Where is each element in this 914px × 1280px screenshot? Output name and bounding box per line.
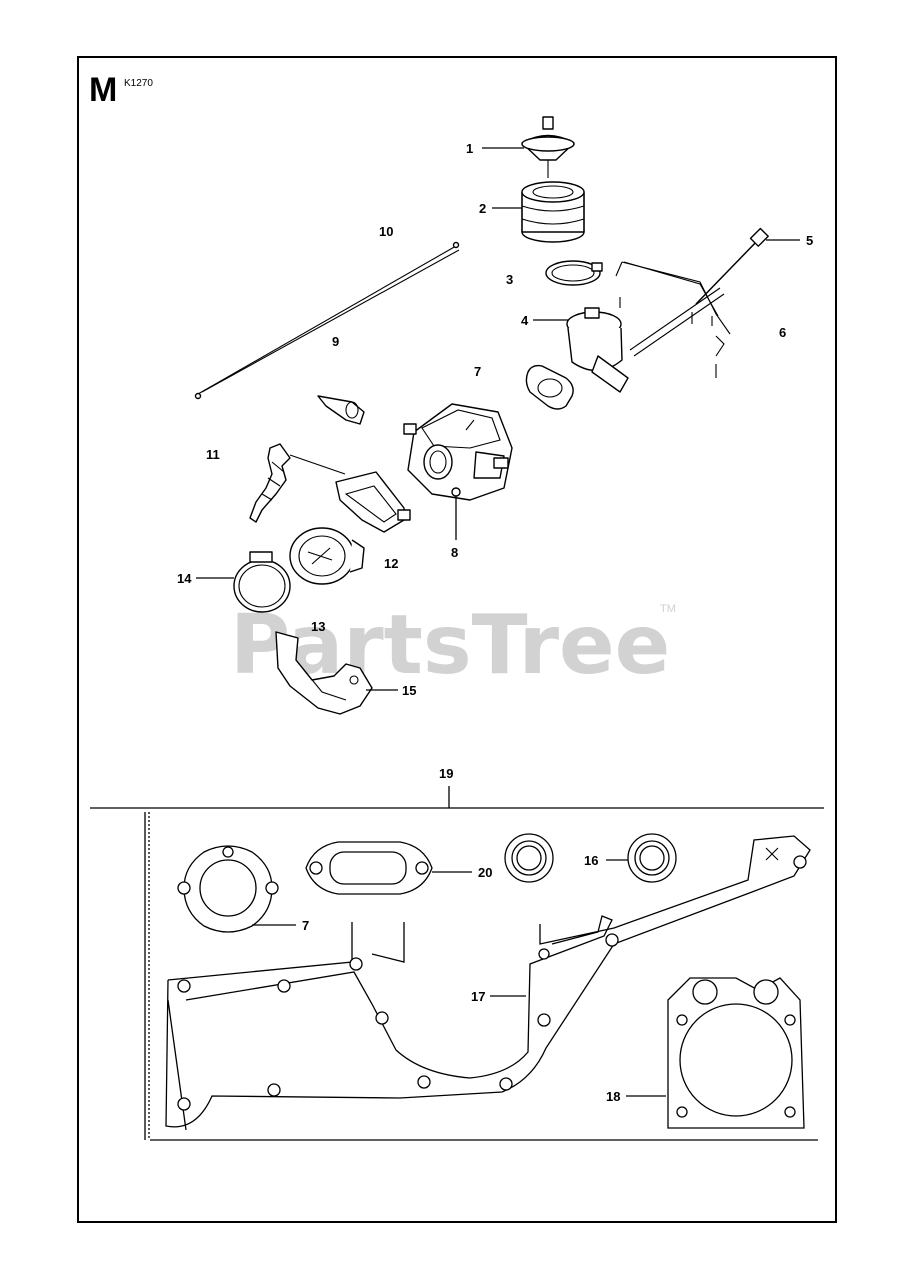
part-17-crankcase-gasket [165,835,811,1131]
callout-16: 16 [584,853,598,868]
part-16-seal-ring [627,833,677,883]
section-code: K1270 [124,78,153,89]
part-5-bolt [695,227,769,305]
part-2-intake-boot [521,181,585,243]
callout-2: 2 [479,201,486,216]
callout-7-kit: 7 [302,918,309,933]
part-6-throttle-rod [615,261,731,378]
part-12-air-filter-holder [289,527,365,585]
part-18-cylinder-gasket [667,977,805,1129]
part-11-fuel-hose [249,443,346,523]
callout-1: 1 [466,141,473,156]
callout-10: 10 [379,224,393,239]
callout-18: 18 [606,1089,620,1104]
part-11-carburetor-bracket [335,471,411,533]
callout-4: 4 [521,313,529,328]
callout-3: 3 [506,272,513,287]
callout-11: 11 [206,447,220,462]
part-14-hose-clamp [233,551,291,613]
callout-7: 7 [474,364,481,379]
part-3-hose-clamp [545,260,621,308]
callout-19: 19 [439,766,453,781]
part-7-gasket-kit [177,845,279,933]
section-letter: M [89,71,117,109]
callout-8: 8 [451,545,458,560]
part-8-carburetor [403,403,513,501]
watermark-tm: TM [660,603,676,615]
part-1-intake-valve [521,116,575,178]
diagram-frame [77,56,837,1223]
callout-13: 13 [311,619,325,634]
callout-20: 20 [478,865,492,880]
part-10-pin [317,395,365,425]
callout-12: 12 [384,556,398,571]
part-15-heat-shield [275,631,373,715]
callout-5: 5 [806,233,813,248]
part-seal-ring [504,833,554,883]
callout-17: 17 [471,989,485,1004]
callout-14: 14 [177,571,192,586]
callout-15: 15 [402,683,416,698]
part-7-gasket-upper [525,364,574,410]
callout-9: 9 [332,334,339,349]
part-9-choke-rod [194,241,460,400]
callout-6: 6 [779,325,786,340]
part-20-gasket [305,841,433,895]
part-4-intake-adapter [566,307,629,393]
